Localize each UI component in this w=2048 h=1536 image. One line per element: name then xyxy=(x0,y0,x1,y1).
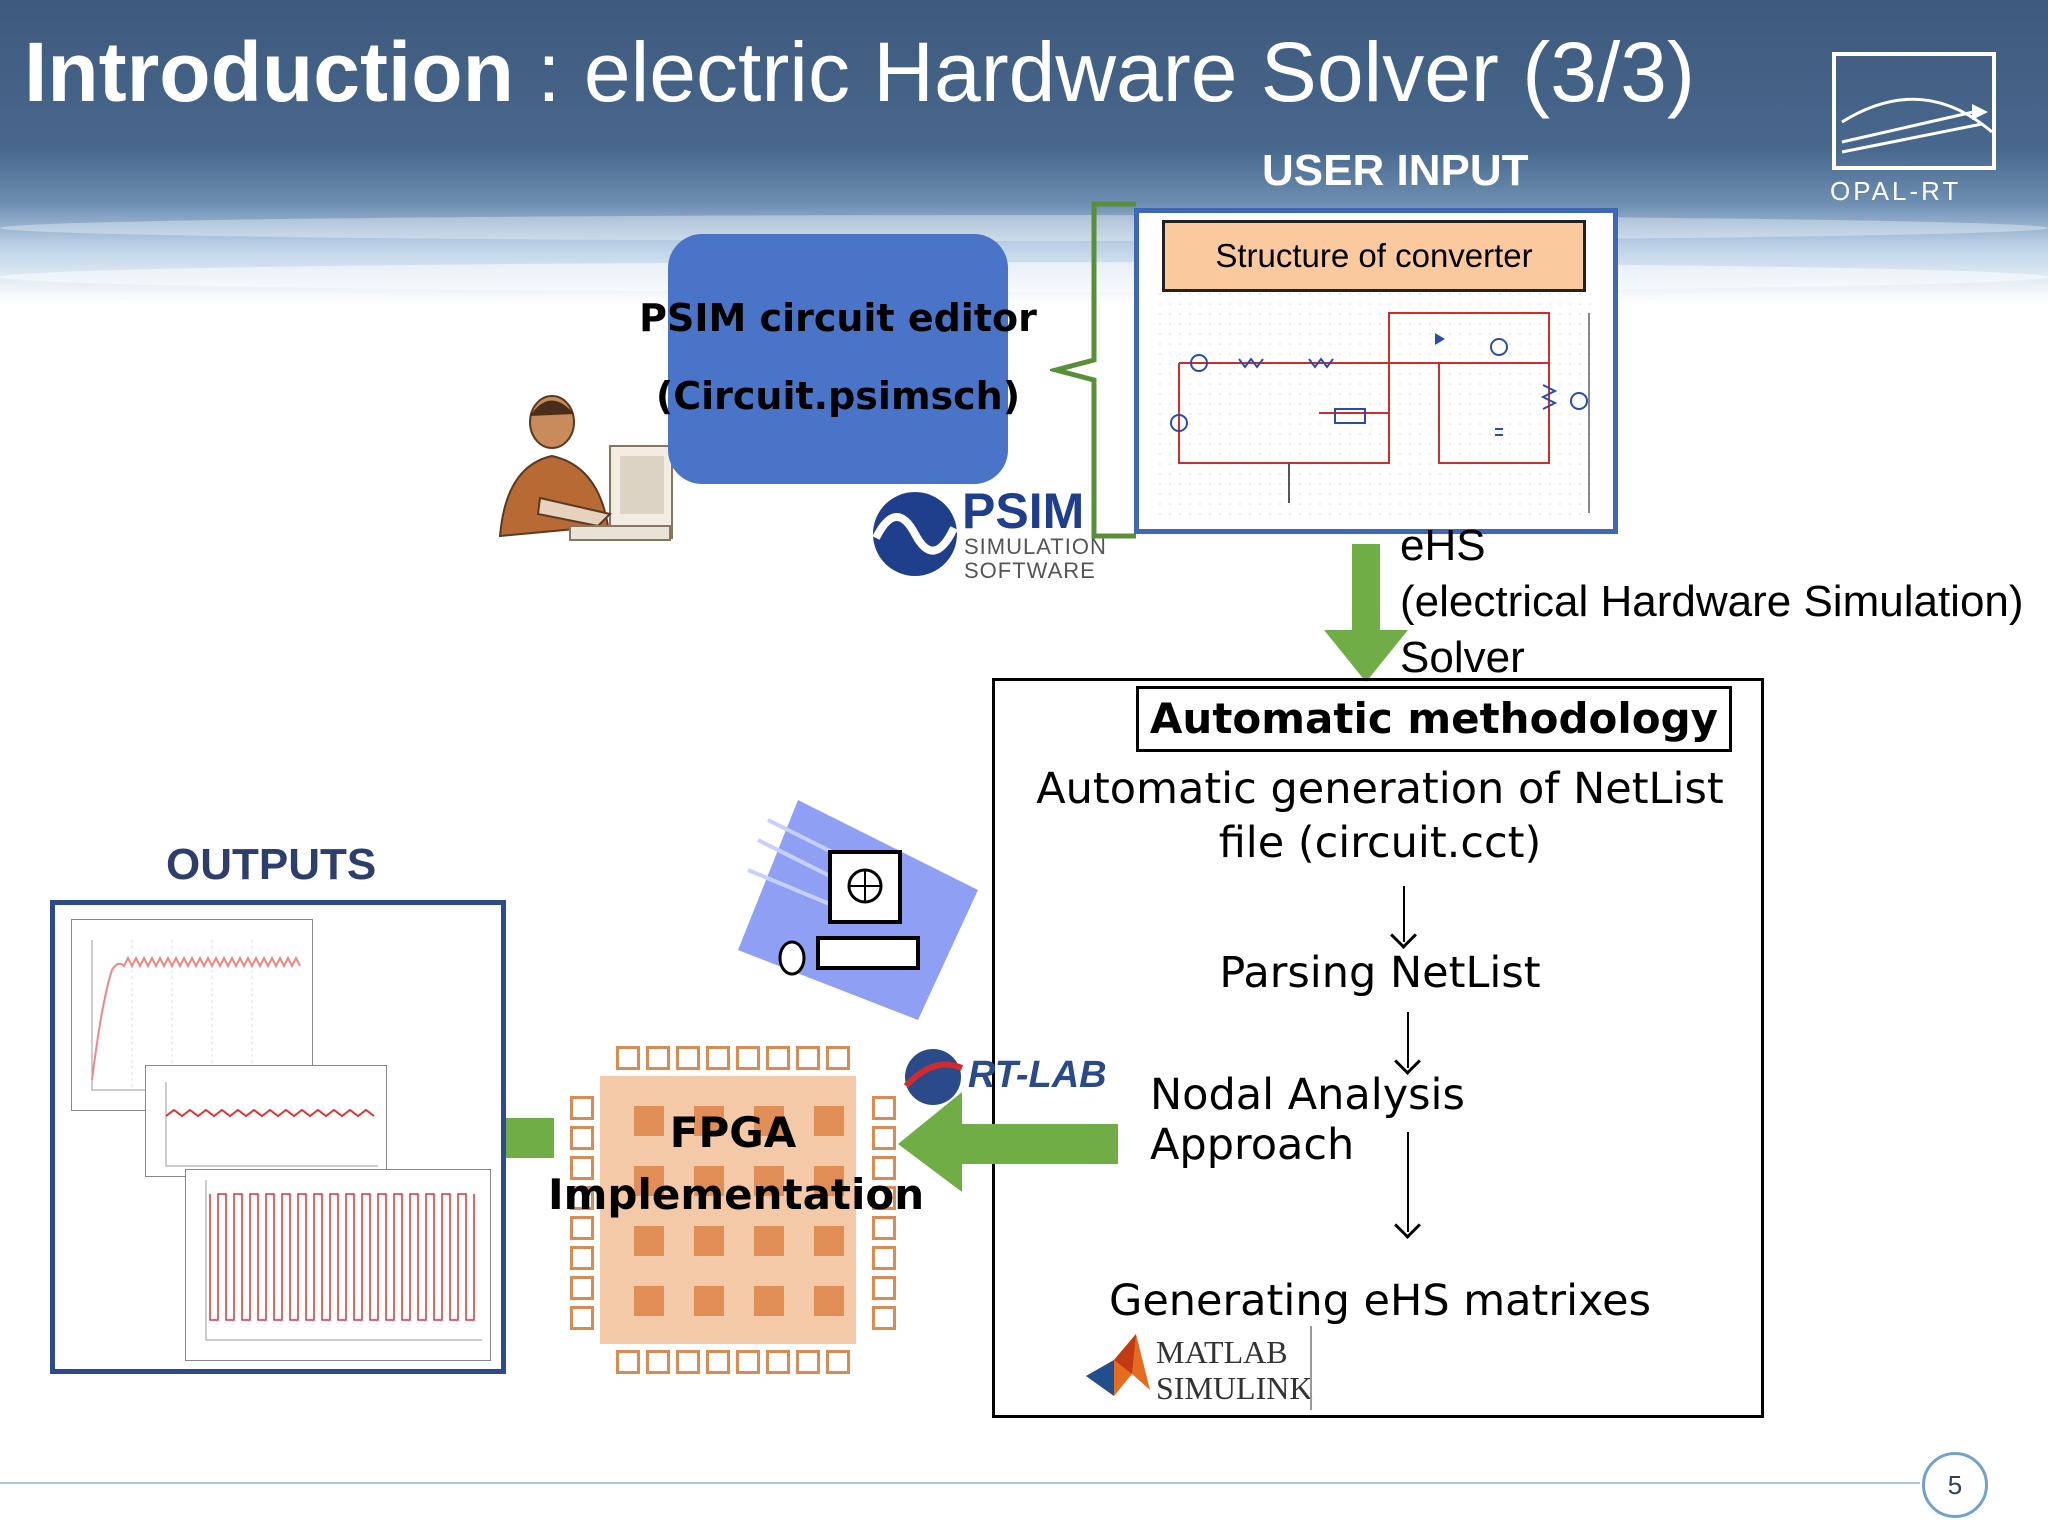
matlab-simulink-text: MATLAB SIMULINK xyxy=(1156,1334,1312,1406)
psim-wave-icon xyxy=(872,492,958,576)
header-wave xyxy=(0,215,2048,241)
ehs-line3: Solver xyxy=(1400,633,1525,682)
outputs-label: OUTPUTS xyxy=(166,840,377,889)
flow-arrow-1 xyxy=(1403,886,1405,942)
header-band xyxy=(0,0,2048,330)
outputs-frame xyxy=(50,900,506,1374)
psim-logo-sub1: SIMULATION xyxy=(964,534,1107,559)
fpga-line2: Implementation xyxy=(548,1170,925,1219)
ehs-line1: eHS xyxy=(1400,521,1486,570)
output-plot-inductor-current xyxy=(145,1065,387,1177)
logo-divider xyxy=(1310,1326,1312,1410)
methodology-box xyxy=(992,678,1764,1418)
step1-line1: Automatic generation of NetList xyxy=(1036,764,1724,814)
simulink-label: SIMULINK xyxy=(1156,1370,1313,1406)
step1-line2: file (circuit.cct) xyxy=(1218,818,1542,868)
footer-line xyxy=(0,1482,1920,1484)
user-input-label: USER INPUT xyxy=(1262,146,1529,195)
user-at-computer-icon xyxy=(480,386,680,566)
step-netlist-generation: Automatic generation of NetList file (ci… xyxy=(1000,764,1760,868)
rt-lab-text: RT-LAB xyxy=(968,1054,1107,1096)
brand-name: OPAL-RT xyxy=(1830,176,1962,206)
converter-schematic xyxy=(1159,293,1593,519)
green-down-arrow xyxy=(1324,544,1408,684)
output-plot-load-current xyxy=(185,1169,491,1361)
step-nodal-analysis: Nodal Analysis Approach xyxy=(1150,1070,1465,1170)
ehs-line2: (electrical Hardware Simulation) xyxy=(1400,577,2024,626)
psim-editor-box: PSIM circuit editor (Circuit.psimsch) xyxy=(639,234,1037,484)
psim-logo-text: PSIM xyxy=(962,483,1085,539)
psim-logo: PSIM SIMULATION SOFTWARE xyxy=(870,483,1106,584)
fpga-line1: FPGA xyxy=(669,1108,797,1157)
slide-title: Introduction : electric Hardware Solver … xyxy=(24,25,1695,119)
step-parsing-netlist: Parsing NetList xyxy=(1219,948,1541,998)
computer-network-icon xyxy=(738,800,978,1020)
matlab-simulink-logo xyxy=(1084,1330,1154,1400)
header-wave xyxy=(0,262,2048,292)
psim-editor-file: (Circuit.psimsch) xyxy=(655,374,1021,418)
page-number: 5 xyxy=(1922,1452,1988,1518)
step-generating-matrixes: Generating eHS matrixes xyxy=(1109,1276,1651,1326)
flow-arrow-3 xyxy=(1407,1132,1409,1232)
ehs-solver-label: eHS (electrical Hardware Simulation) Sol… xyxy=(1400,518,2024,686)
psim-editor-title: PSIM circuit editor xyxy=(639,296,1037,340)
structure-of-converter-label: Structure of converter xyxy=(1162,220,1586,292)
fpga-implementation-label: FPGA Implementation xyxy=(548,1102,925,1226)
green-brace xyxy=(1046,200,1140,540)
matlab-label: MATLAB xyxy=(1156,1334,1288,1370)
flow-arrow-2 xyxy=(1407,1012,1409,1068)
fpga-chip-details xyxy=(600,1076,856,1344)
rt-lab-logo xyxy=(902,1046,964,1108)
methodology-title: Automatic methodology xyxy=(1136,686,1732,752)
opal-rt-logo xyxy=(1832,52,1996,170)
green-left-arrow-fpga xyxy=(898,1092,1118,1192)
psim-logo-sub2: SOFTWARE xyxy=(964,558,1096,583)
